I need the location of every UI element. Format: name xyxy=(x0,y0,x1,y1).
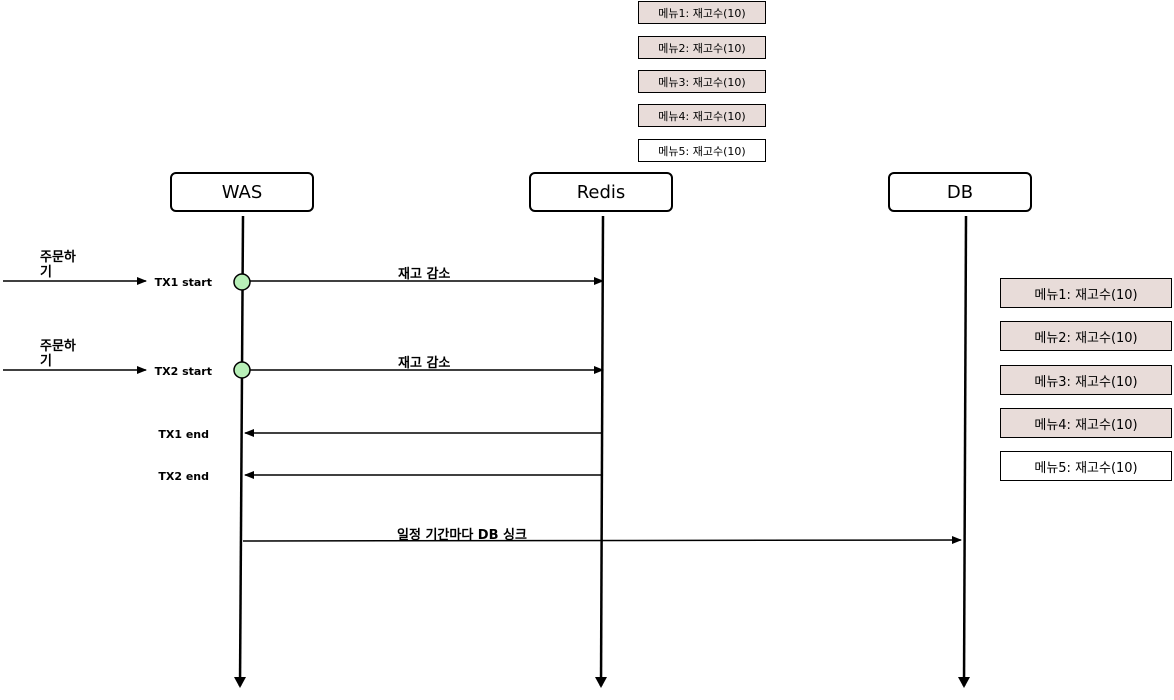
db-stock-item: 메뉴5: 재고수(10) xyxy=(1000,451,1172,481)
db-stock-item: 메뉴1: 재고수(10) xyxy=(1000,278,1172,308)
db-label: DB xyxy=(946,181,974,203)
decrease-1-label: 재고 감소 xyxy=(398,267,451,282)
tx2-start-label: TX2 start xyxy=(154,365,212,378)
was-label: WAS xyxy=(221,181,263,203)
tx1-start-label: TX1 start xyxy=(154,276,212,289)
stock-label: 메뉴5: 재고수(10) xyxy=(658,144,746,158)
stock-label: 메뉴2: 재고수(10) xyxy=(1034,330,1138,346)
tx2-start-marker xyxy=(233,361,251,379)
was-lifeline-arrow xyxy=(234,677,246,688)
stock-label: 메뉴1: 재고수(10) xyxy=(658,6,746,20)
redis-label: Redis xyxy=(576,181,626,203)
db-participant: DB xyxy=(888,172,1032,212)
stock-label: 메뉴4: 재고수(10) xyxy=(1034,417,1138,433)
stock-label: 메뉴5: 재고수(10) xyxy=(1034,460,1138,476)
db-stock-item: 메뉴2: 재고수(10) xyxy=(1000,321,1172,351)
db-lifeline xyxy=(962,215,968,687)
redis-stock-item: 메뉴1: 재고수(10) xyxy=(638,1,766,24)
stock-label: 메뉴4: 재고수(10) xyxy=(658,109,746,123)
stock-label: 메뉴1: 재고수(10) xyxy=(1034,287,1138,303)
stock-label: 메뉴3: 재고수(10) xyxy=(658,75,746,89)
stock-label: 메뉴2: 재고수(10) xyxy=(658,41,746,55)
tx2-end-label: TX2 end xyxy=(158,470,209,483)
redis-lifeline xyxy=(599,215,605,687)
db-sync-label: 일정 기간마다 DB 싱크 xyxy=(397,528,527,543)
redis-stock-item: 메뉴4: 재고수(10) xyxy=(638,104,766,127)
db-stock-item: 메뉴4: 재고수(10) xyxy=(1000,408,1172,438)
order-request-label: 주문하기 xyxy=(40,250,76,280)
redis-participant: Redis xyxy=(529,172,673,212)
redis-lifeline-arrow xyxy=(595,677,607,688)
tx1-start-marker xyxy=(233,273,251,291)
tx1-end-label: TX1 end xyxy=(158,428,209,441)
stock-label: 메뉴3: 재고수(10) xyxy=(1034,374,1138,390)
db-sync-arrow xyxy=(242,536,962,545)
decrease-2-label: 재고 감소 xyxy=(398,356,451,371)
redis-stock-item: 메뉴3: 재고수(10) xyxy=(638,70,766,93)
db-stock-item: 메뉴3: 재고수(10) xyxy=(1000,365,1172,395)
was-participant: WAS xyxy=(170,172,314,212)
was-lifeline xyxy=(238,215,245,687)
redis-stock-item: 메뉴5: 재고수(10) xyxy=(638,139,766,162)
redis-stock-item: 메뉴2: 재고수(10) xyxy=(638,36,766,59)
order-request-label: 주문하기 xyxy=(40,339,76,369)
db-lifeline-arrow xyxy=(958,677,970,688)
